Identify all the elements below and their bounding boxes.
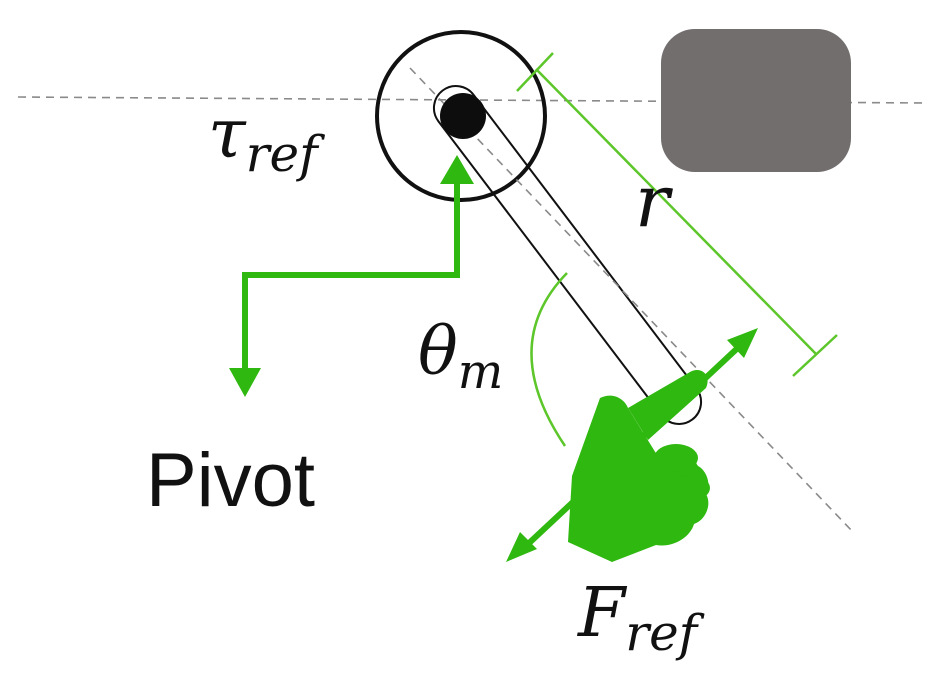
arm-axis-line (409, 67, 853, 532)
pivot-housing-circle (375, 30, 547, 202)
radius-dimension (516, 52, 838, 377)
radius-label: r (635, 159, 673, 243)
angle-arc (530, 272, 568, 447)
torque-label: τref (208, 95, 325, 183)
lever-arm (432, 85, 703, 425)
pointing-hand-icon (568, 369, 710, 562)
obstacle-block (661, 29, 851, 172)
torque-label-subscript: ref (246, 125, 325, 183)
force-label: Fref (576, 574, 705, 662)
torque-path-arrow (229, 155, 474, 397)
pivot-center-dot (440, 93, 486, 139)
pivot-label: Pivot (146, 438, 315, 523)
angle-label: θm (418, 313, 503, 400)
force-label-subscript: ref (625, 604, 704, 662)
arrowhead-up (440, 155, 474, 184)
angle-label-subscript: m (458, 344, 504, 400)
arrowhead-down (229, 368, 261, 397)
